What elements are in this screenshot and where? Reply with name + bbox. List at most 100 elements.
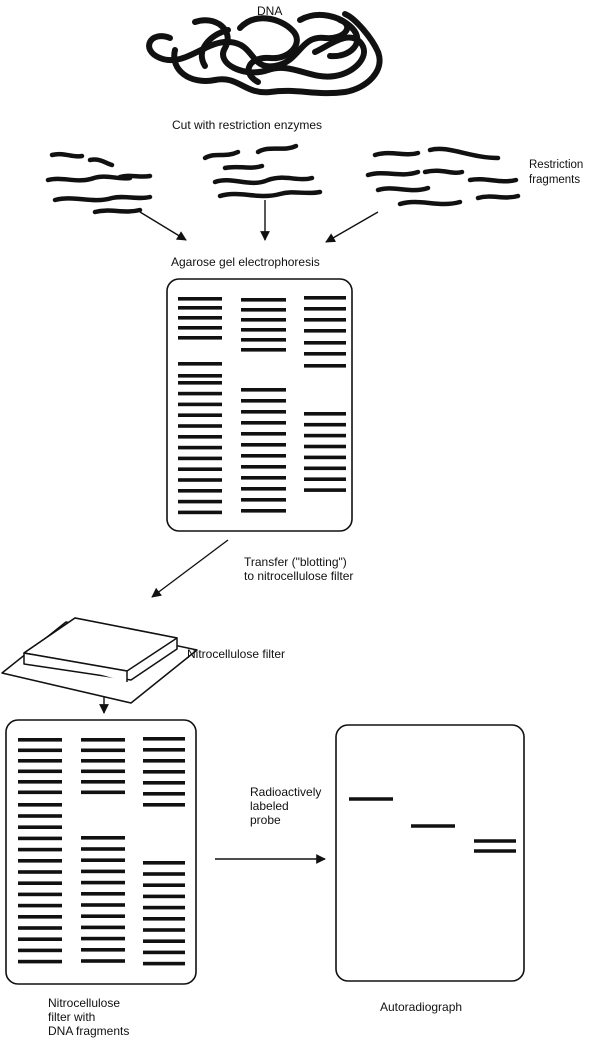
autoradiograph-label: Autoradiograph (380, 1000, 463, 1014)
gel-band (241, 410, 286, 414)
gel-band (241, 338, 286, 342)
gel-band (81, 790, 125, 795)
gel-band (81, 738, 125, 742)
gel-band (81, 759, 125, 763)
gel-band (143, 939, 185, 943)
gel-band (304, 412, 346, 416)
gel-band (178, 499, 222, 504)
gel-band (178, 362, 222, 366)
gel-band (18, 836, 62, 841)
gel-band (18, 825, 62, 829)
probe-label-2: labeled (250, 799, 289, 813)
restriction-fragments (45, 143, 521, 215)
gel-band (81, 914, 125, 918)
gel-band (81, 925, 125, 930)
gel-band (143, 861, 185, 865)
gel-band (18, 937, 62, 941)
nitrocellulose-filter-slab (1, 617, 198, 704)
gel-band (178, 316, 222, 320)
gel-band (143, 883, 185, 887)
probe-label-1: Radioactively (250, 785, 322, 799)
gel-band (143, 905, 185, 910)
gel-band (18, 892, 62, 897)
gel-band (304, 422, 346, 427)
gel-band (143, 781, 185, 785)
gel-band (18, 859, 62, 863)
gel-band (241, 487, 286, 491)
gel-band (178, 391, 222, 396)
gel-band (178, 445, 222, 450)
gel-band (143, 748, 185, 752)
gel-band (178, 489, 222, 493)
gel-band (241, 498, 286, 502)
autoradiograph-bands (349, 797, 516, 853)
gel-band (241, 443, 286, 447)
gel-band (18, 870, 62, 874)
gel-band (304, 455, 346, 460)
gel-band (81, 869, 125, 874)
gel-band (18, 759, 62, 763)
gel-band (81, 892, 125, 896)
gel-band (241, 298, 286, 302)
gel-band (81, 936, 125, 941)
gel-band (304, 466, 346, 471)
gel-band (241, 388, 286, 392)
gel-band (18, 915, 62, 919)
gel-band (81, 948, 125, 952)
gel-band (18, 814, 62, 818)
gel-band (143, 770, 185, 774)
gel-band (178, 435, 222, 439)
transfer-label-1: Transfer ("blotting") (244, 555, 347, 569)
gel-band (81, 880, 125, 885)
gel-band (81, 780, 125, 784)
gel-band (18, 948, 62, 953)
gel-band (304, 329, 346, 333)
gel-band (241, 308, 286, 312)
gel-band (304, 318, 346, 322)
gel-band (178, 381, 222, 385)
gel-band (241, 348, 286, 352)
autoradiograph-box (335, 724, 525, 982)
gel-band (18, 738, 62, 742)
gel-band (304, 307, 346, 311)
gel-band (18, 803, 62, 807)
gel-band (81, 836, 125, 840)
gel-band (18, 780, 62, 784)
gel-band (241, 465, 286, 469)
gel-band (178, 413, 222, 417)
gel-band (304, 444, 346, 449)
blot-label-1: Nitrocellulose (48, 996, 121, 1010)
gel-band (304, 341, 346, 345)
gel-band (143, 928, 185, 932)
gel-band (304, 364, 346, 368)
gel-band (178, 467, 222, 471)
arrow-left-to-gel (139, 211, 187, 241)
gel-band (304, 477, 346, 481)
gel-bands (178, 296, 346, 515)
gel-band (241, 328, 286, 332)
transfer-label-2: to nitrocellulose filter (244, 569, 354, 583)
gel-band (241, 399, 286, 403)
gel-band (178, 336, 222, 340)
arrow-gel-to-filter (151, 539, 229, 598)
gel-band (241, 454, 286, 458)
blot-label-3: DNA fragments (48, 1024, 130, 1038)
gel-band (18, 881, 62, 885)
gel-band (241, 509, 286, 513)
restriction-fragments-label-2: fragments (529, 174, 581, 186)
gel-band (18, 748, 62, 753)
agarose-label: Agarose gel electrophoresis (171, 255, 320, 269)
gel-band (81, 858, 125, 862)
gel-band (178, 402, 222, 407)
gel-band (143, 759, 185, 763)
gel-band (178, 456, 222, 461)
gel-band (241, 421, 286, 425)
gel-band (81, 959, 125, 963)
gel-band (81, 769, 125, 774)
restriction-fragments-label-1: Restriction (529, 159, 584, 171)
dna-tangle (146, 11, 383, 97)
gel-band (178, 326, 222, 330)
gel-band (143, 917, 185, 921)
gel-band (81, 847, 125, 851)
